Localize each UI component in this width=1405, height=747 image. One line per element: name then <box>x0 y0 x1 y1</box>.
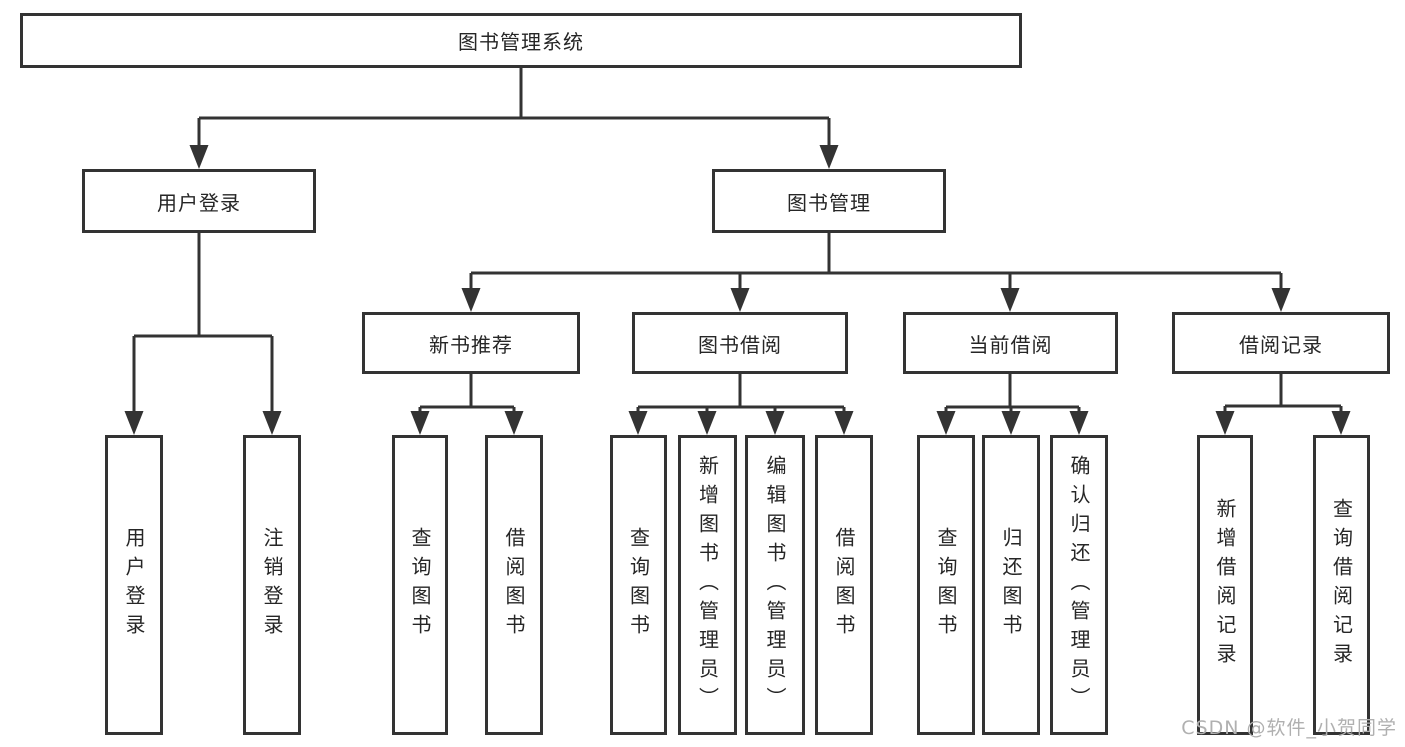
node-label: 查询借阅记录 <box>1329 498 1354 672</box>
node-label: 新书推荐 <box>429 332 513 357</box>
node-label: 注销登录 <box>260 527 284 643</box>
leaf-borrow-book: 借阅图书 <box>815 435 873 735</box>
node-root: 图书管理系统 <box>20 13 1022 68</box>
node-book-borrowing: 图书借阅 <box>632 312 848 374</box>
node-label: 借阅图书 <box>832 527 856 643</box>
node-user-login: 用户登录 <box>82 169 316 233</box>
leaf-user-login: 用户登录 <box>105 435 163 735</box>
leaf-return-book: 归还图书 <box>982 435 1040 735</box>
node-book-management: 图书管理 <box>712 169 946 233</box>
leaf-logout: 注销登录 <box>243 435 301 735</box>
leaf-add-borrow-record: 新增借阅记录 <box>1197 435 1253 735</box>
node-label: 查询图书 <box>408 527 432 643</box>
leaf-borrow-book-recommend: 借阅图书 <box>485 435 543 735</box>
leaf-query-borrow-record: 查询借阅记录 <box>1313 435 1370 735</box>
leaf-query-book-borrowing: 查询图书 <box>610 435 667 735</box>
node-label: 用户登录 <box>122 527 146 643</box>
node-label: 用户登录 <box>157 190 241 215</box>
node-borrowing-records: 借阅记录 <box>1172 312 1390 374</box>
node-label: 新增借阅记录 <box>1213 498 1237 672</box>
node-label: 编辑图书（管理员） <box>763 454 787 716</box>
node-label: 查询图书 <box>626 527 651 643</box>
leaf-query-book-current: 查询图书 <box>917 435 975 735</box>
node-label: 查询图书 <box>934 527 958 643</box>
node-label: 当前借阅 <box>968 332 1053 357</box>
node-label: 确认归还（管理员） <box>1067 454 1091 716</box>
leaf-edit-book-admin: 编辑图书（管理员） <box>745 435 805 735</box>
leaf-query-book-recommend: 查询图书 <box>392 435 448 735</box>
node-label: 新增图书（管理员） <box>695 454 720 716</box>
node-label: 图书借阅 <box>698 332 782 357</box>
leaf-confirm-return-admin: 确认归还（管理员） <box>1050 435 1108 735</box>
node-label: 借阅记录 <box>1239 332 1323 357</box>
csdn-watermark: CSDN @软件_小贺同学 <box>1181 717 1397 739</box>
leaf-add-book-admin: 新增图书（管理员） <box>678 435 737 735</box>
node-label: 图书管理系统 <box>458 30 584 54</box>
node-label: 图书管理 <box>787 190 871 215</box>
node-new-book-recommend: 新书推荐 <box>362 312 580 374</box>
node-label: 归还图书 <box>999 527 1023 643</box>
node-current-borrowing: 当前借阅 <box>903 312 1118 374</box>
node-label: 借阅图书 <box>502 527 526 643</box>
